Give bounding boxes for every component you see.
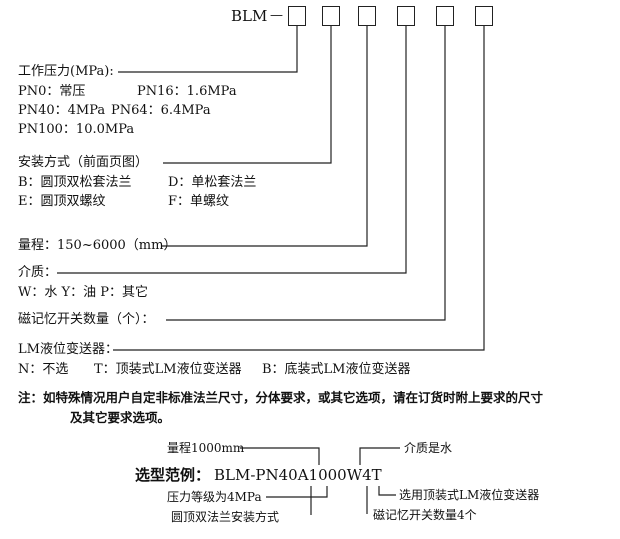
code-slot-install <box>322 6 340 26</box>
pressure-title: 工作压力(MPa): <box>18 64 114 79</box>
example-range-label: 量程1000mm <box>167 441 245 455</box>
code-slot-pressure <box>288 6 306 26</box>
code-slot-range <box>358 6 376 26</box>
install-title: 安装方式（前面页图） <box>18 155 149 170</box>
pressure-pn0: PN0：常压 <box>18 84 86 99</box>
medium-options: W：水 Y：油 P：其它 <box>18 285 148 300</box>
transmitter-title: LM液位变送器： <box>18 342 118 357</box>
code-dash: — <box>270 8 283 23</box>
note-line-2: 及其它要求选项。 <box>70 410 171 425</box>
code-slot-switch <box>436 6 454 26</box>
install-option-f: F：单螺纹 <box>168 194 230 209</box>
code-slot-transmitter <box>475 6 493 26</box>
example-prefix: 选型范例： <box>135 466 211 484</box>
note-line-1: 注：如特殊情况用户自定非标准法兰尺寸，分体要求，或其它选项，请在订货时附上要求的… <box>18 390 544 405</box>
example-transmitter-label: 选用顶装式LM液位变送器 <box>399 488 540 502</box>
code-slot-medium <box>397 6 415 26</box>
transmitter-option-t: T：顶装式LM液位变送器 <box>94 362 242 377</box>
code-prefix: BLM <box>231 7 268 25</box>
pressure-pn40: PN40：4MPa <box>18 103 106 118</box>
example-pressure-label: 压力等级为4MPa <box>167 490 262 504</box>
example-install-label: 圆顶双法兰安装方式 <box>171 510 280 524</box>
switch-count-title: 磁记忆开关数量（个）： <box>18 312 155 327</box>
install-option-b: B：圆顶双松套法兰 <box>18 175 132 190</box>
range-text: 量程：150~6000（mm） <box>18 238 177 253</box>
pressure-pn16: PN16：1.6MPa <box>137 84 237 99</box>
example-switch-label: 磁记忆开关数量4个 <box>373 508 477 522</box>
install-option-d: D：单松套法兰 <box>168 175 257 190</box>
transmitter-option-b: B：底装式LM液位变送器 <box>262 362 411 377</box>
transmitter-option-n: N：不选 <box>18 362 69 377</box>
example-medium-label: 介质是水 <box>404 441 453 455</box>
medium-title: 介质： <box>18 265 58 280</box>
example-code: BLM-PN40A1000W4T <box>214 466 382 484</box>
install-option-e: E：圆顶双螺纹 <box>18 194 106 209</box>
pressure-pn100: PN100：10.0MPa <box>18 122 135 137</box>
pressure-pn64: PN64：6.4MPa <box>111 103 211 118</box>
